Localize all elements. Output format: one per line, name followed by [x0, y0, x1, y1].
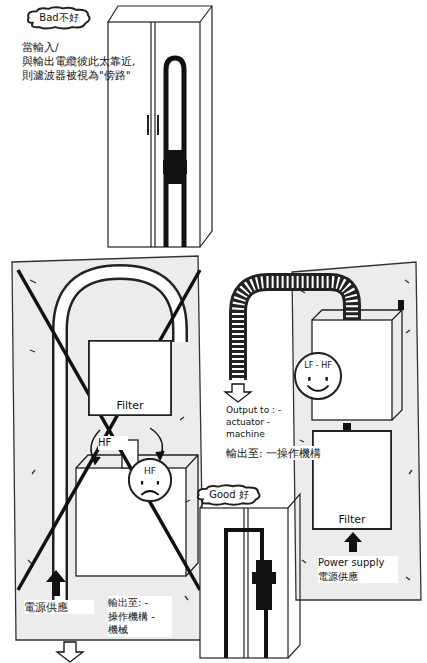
face-eyes — [142, 481, 158, 485]
node-text: Bad不好 — [39, 12, 78, 24]
illustration-part — [225, 384, 251, 402]
node-text-group: HF — [144, 466, 156, 477]
power-arrow-right — [344, 532, 362, 552]
output-arrow-right — [225, 384, 251, 402]
node-text-group: Good 好 — [209, 489, 249, 501]
illustration-part — [252, 572, 276, 584]
illustration-part — [200, 494, 300, 658]
illustration-part — [163, 160, 187, 174]
output-arrow-left — [57, 642, 83, 662]
illustration-part — [151, 22, 155, 247]
illustration-part — [108, 22, 200, 247]
cloud-path — [28, 7, 90, 28]
node-text: Filter — [116, 399, 143, 412]
node-text: LF - HF — [304, 361, 332, 371]
box-outline — [89, 341, 171, 415]
illustration-part — [18, 270, 200, 590]
illustration-part — [166, 58, 184, 247]
cloud-path — [198, 485, 260, 504]
output-label: 輸出至: -操作機構 -機械 — [108, 596, 172, 637]
lamp-right — [343, 300, 404, 431]
filter-box: Filter — [88, 340, 172, 416]
filter-box: Filter — [312, 430, 392, 530]
cloud-label: Good 好 — [196, 484, 262, 506]
node-text-group: Filter — [116, 399, 143, 412]
output-label: 輸出至: 一操作機構 — [226, 446, 346, 460]
cloud-label: Bad不好 — [26, 6, 92, 30]
illustration-part — [76, 455, 198, 576]
illustration-part — [18, 270, 200, 590]
filter-small-good — [252, 560, 276, 610]
output-label: Output to : - actuator - machine — [226, 404, 292, 440]
illustration-part — [264, 610, 268, 658]
illustration-part — [256, 560, 272, 610]
face-circle: LF - HF — [294, 352, 342, 400]
node-text: HF — [144, 466, 156, 477]
node-text: Good 好 — [209, 489, 249, 501]
face-outline — [129, 459, 171, 501]
illustration-part — [398, 300, 404, 310]
illustration-part — [12, 256, 204, 640]
signal-name: HF — [98, 436, 128, 450]
panel-left — [12, 256, 204, 640]
circle-outline — [294, 352, 342, 400]
illustration-part — [57, 642, 83, 662]
illustration-part — [46, 570, 66, 596]
illustration-part — [148, 115, 158, 135]
illustration-part — [156, 451, 164, 460]
power-label: 電源供應 — [24, 600, 94, 614]
filter-small-bad — [163, 150, 187, 184]
illustration-part — [300, 280, 412, 580]
face-circle: HF — [128, 458, 172, 502]
illustration-part — [343, 423, 351, 431]
cabinet-good — [200, 494, 300, 658]
node-text-group: Bad不好 — [39, 12, 78, 24]
cross-out — [18, 270, 200, 590]
face-mouth — [141, 491, 159, 495]
power-label: Power supply 電源供應 — [318, 556, 398, 583]
node-text-group: Filter — [338, 513, 365, 526]
cable-close — [166, 58, 184, 247]
face-mouth — [307, 386, 328, 391]
power-arrow-left — [46, 570, 66, 596]
face-outline — [295, 353, 341, 399]
illustration-part — [108, 6, 212, 247]
cabinet-bad — [108, 6, 212, 247]
illustration-part — [344, 532, 362, 552]
note-text: 當輸入/與輸出電纜彼此太靠近,則濾波器被視為"傍路" — [22, 40, 102, 83]
node-text: Filter — [338, 513, 365, 526]
node-text-group: LF - HF — [304, 361, 332, 371]
circle-outline — [128, 458, 172, 502]
face-eyes — [309, 377, 326, 381]
